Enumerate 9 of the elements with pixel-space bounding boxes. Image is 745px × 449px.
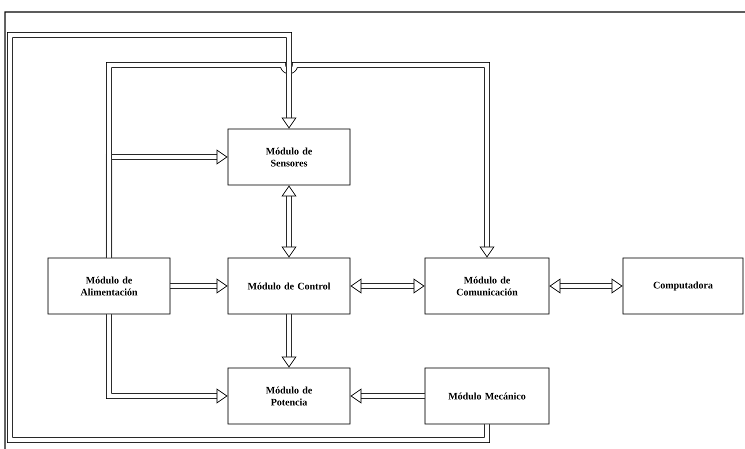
module-box: Módulo de Comunicación	[424, 258, 550, 314]
module-box: Módulo de Alimentación	[48, 258, 170, 314]
module-box: Módulo de Sensores	[228, 128, 350, 186]
module-box: Módulo Mecánico	[424, 368, 550, 424]
hollow-arrow	[106, 62, 495, 258]
hollow-arrow	[6, 32, 490, 444]
module-box: Módulo de Potencia	[228, 368, 350, 424]
module-box: Computadora	[622, 258, 744, 314]
module-box: Módulo de Control	[228, 258, 350, 314]
